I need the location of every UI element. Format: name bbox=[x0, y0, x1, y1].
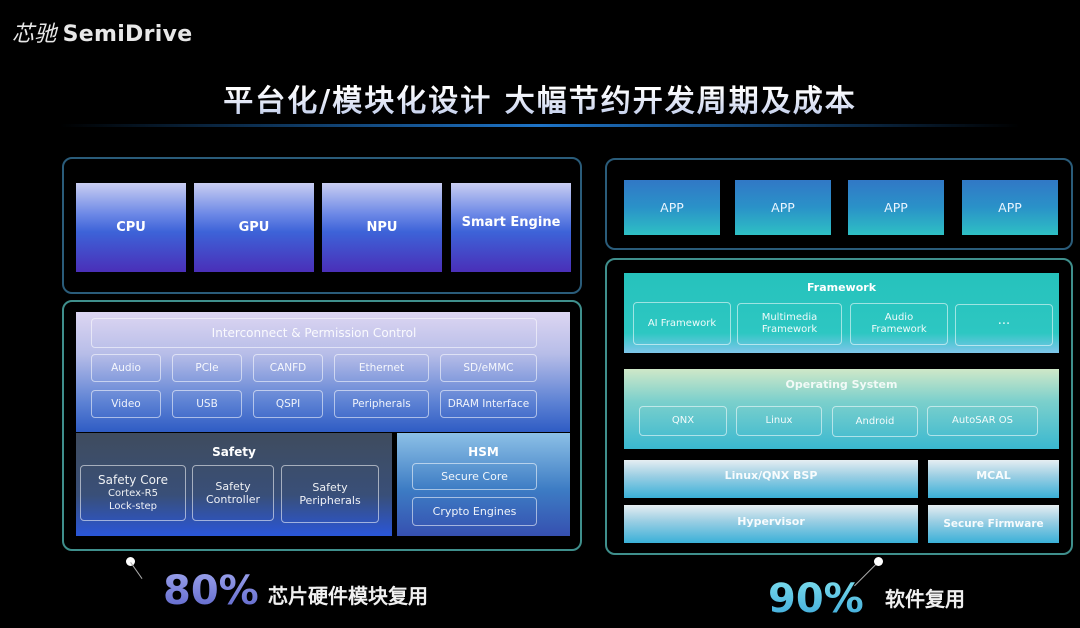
software-stack-frame bbox=[605, 258, 1073, 555]
hardware-compute-frame bbox=[62, 157, 582, 294]
safety-core-label: Safety Core bbox=[98, 472, 168, 487]
os-qnx: QNX bbox=[639, 406, 727, 436]
software-reuse-percent: 90% bbox=[768, 576, 864, 622]
app-block-2: APP bbox=[735, 180, 831, 235]
sw-callout-dot bbox=[874, 557, 883, 566]
smart-engine-block: Smart Engine bbox=[451, 183, 571, 272]
io-audio: Audio bbox=[91, 354, 161, 382]
io-sd-emmc: SD/eMMC bbox=[440, 354, 537, 382]
safety-controller-box: Safety Controller bbox=[192, 465, 274, 521]
safety-section: Safety Safety Core Cortex-R5 Lock-step S… bbox=[76, 433, 392, 536]
framework-section: Framework AI Framework Multimedia Framew… bbox=[624, 273, 1059, 353]
app-block-3: APP bbox=[848, 180, 944, 235]
more-framework-box: ··· bbox=[955, 304, 1053, 346]
io-dram-interface: DRAM Interface bbox=[440, 390, 537, 418]
io-canfd: CANFD bbox=[253, 354, 323, 382]
software-apps-frame bbox=[605, 158, 1073, 250]
ai-framework-box: AI Framework bbox=[633, 302, 731, 345]
os-linux: Linux bbox=[736, 406, 822, 436]
os-autosar: AutoSAR OS bbox=[927, 406, 1038, 436]
gpu-block: GPU bbox=[194, 183, 314, 272]
logo-en: SemiDrive bbox=[62, 22, 193, 47]
framework-title: Framework bbox=[806, 281, 877, 294]
io-pcie: PCIe bbox=[172, 354, 242, 382]
safety-peripherals-line1: Safety bbox=[312, 481, 348, 494]
secure-core-box: Secure Core bbox=[412, 463, 537, 490]
app-block-1: APP bbox=[624, 180, 720, 235]
io-qspi: QSPI bbox=[253, 390, 323, 418]
os-title: Operating System bbox=[785, 378, 898, 391]
safety-peripherals-line2: Peripherals bbox=[299, 494, 361, 507]
interconnect-box: Interconnect & Permission Control bbox=[91, 318, 537, 348]
hardware-reuse-label: 芯片硬件模块复用 bbox=[268, 584, 428, 608]
npu-block: NPU bbox=[322, 183, 442, 272]
safety-controller-line1: Safety bbox=[215, 480, 251, 493]
app-block-4: APP bbox=[962, 180, 1058, 235]
io-usb: USB bbox=[172, 390, 242, 418]
title-underline bbox=[60, 124, 1020, 127]
hsm-section: HSM Secure Core Crypto Engines bbox=[397, 433, 570, 536]
safety-title: Safety bbox=[212, 445, 256, 459]
bsp-block: Linux/QNX BSP bbox=[624, 460, 918, 498]
io-ethernet: Ethernet bbox=[334, 354, 429, 382]
hypervisor-block: Hypervisor bbox=[624, 505, 918, 543]
safety-controller-line2: Controller bbox=[205, 493, 261, 506]
software-reuse-label: 软件复用 bbox=[885, 587, 965, 611]
hw-callout-line bbox=[130, 562, 143, 579]
os-android: Android bbox=[832, 406, 918, 437]
hardware-reuse-percent: 80% bbox=[163, 568, 259, 614]
hw-callout-dot bbox=[126, 557, 135, 566]
slide-title: 平台化/模块化设计 大幅节约开发周期及成本 bbox=[0, 76, 1080, 120]
logo-cn: 芯驰 bbox=[12, 22, 57, 47]
hsm-title: HSM bbox=[468, 445, 499, 459]
cpu-block: CPU bbox=[76, 183, 186, 272]
io-peripherals: Peripherals bbox=[334, 390, 429, 418]
secure-firmware-block: Secure Firmware bbox=[928, 505, 1059, 543]
hardware-soc-frame bbox=[62, 300, 582, 551]
interconnect-section: Interconnect & Permission Control Audio … bbox=[76, 312, 570, 432]
safety-core-mode: Lock-step bbox=[108, 500, 158, 512]
crypto-engines-box: Crypto Engines bbox=[412, 497, 537, 526]
mcal-block: MCAL bbox=[928, 460, 1059, 498]
operating-system-section: Operating System QNX Linux Android AutoS… bbox=[624, 369, 1059, 449]
io-video: Video bbox=[91, 390, 161, 418]
safety-peripherals-box: Safety Peripherals bbox=[281, 465, 379, 523]
audio-framework-box: Audio Framework bbox=[850, 303, 948, 345]
safety-core-arch: Cortex-R5 bbox=[108, 487, 158, 499]
multimedia-framework-box: Multimedia Framework bbox=[737, 303, 842, 345]
safety-core-box: Safety Core Cortex-R5 Lock-step bbox=[80, 465, 186, 521]
